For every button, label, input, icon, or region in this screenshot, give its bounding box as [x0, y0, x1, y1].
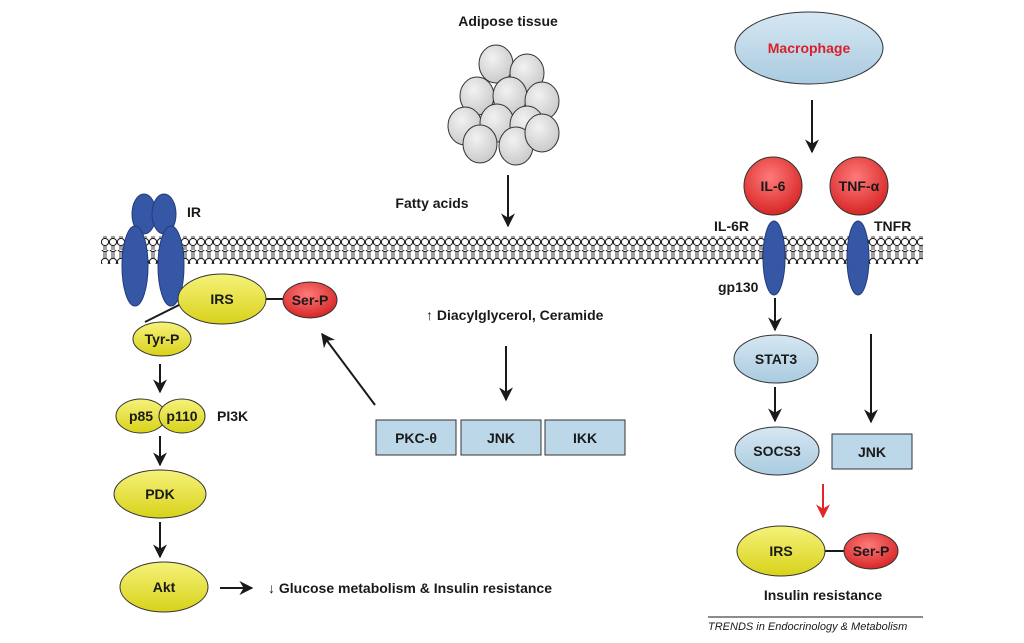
socs3-node — [734, 426, 820, 476]
insulin-receptor-shape — [121, 193, 185, 307]
stat3-label: STAT3 — [755, 351, 797, 367]
tnfr-label: TNFR — [874, 218, 911, 234]
jnk-box-middle — [460, 419, 542, 456]
jnk-box-right — [831, 433, 913, 470]
kinases-to-serp-arrow — [321, 332, 376, 406]
journal-footer: TRENDS in Endocrinology & Metabolism — [708, 621, 907, 633]
adipose-tissue-cells — [447, 44, 560, 166]
irs-node — [177, 273, 267, 325]
macrophage-node — [734, 11, 884, 85]
p110-node — [158, 398, 206, 434]
tyr-p-node — [132, 321, 192, 357]
il6r-label: IL-6R — [714, 218, 749, 234]
adipose-tissue-label: Adipose tissue — [458, 13, 558, 29]
jnk-right-label: JNK — [858, 444, 886, 460]
right-irs-label: IRS — [769, 543, 792, 559]
irs-label: IRS — [210, 291, 233, 307]
pkc-theta-label: PKC-θ — [395, 430, 437, 446]
right-outcome-label: Insulin resistance — [764, 587, 882, 603]
ser-p-label: Ser-P — [292, 292, 329, 308]
macrophage-label: Macrophage — [768, 40, 851, 56]
tnf-receptor-shape — [846, 220, 870, 296]
right-ser-p-node — [843, 532, 899, 570]
right-irs-node — [736, 525, 826, 577]
pkc-theta-box — [375, 419, 457, 456]
pdk-node — [113, 469, 207, 519]
fatty-acids-label: Fatty acids — [395, 195, 468, 211]
ir-label: IR — [187, 204, 201, 220]
left-outcome-label: ↓ Glucose metabolism & Insulin resistanc… — [268, 580, 552, 596]
jnk-middle-label: JNK — [487, 430, 515, 446]
irs-tyrp-link — [144, 301, 186, 323]
cell-membrane — [101, 236, 923, 264]
tnf-alpha-label: TNF-α — [839, 178, 880, 194]
pi3k-label: PI3K — [217, 408, 248, 424]
il6-receptor-shape — [762, 220, 786, 296]
stat3-node — [733, 334, 819, 384]
gp130-label: gp130 — [718, 279, 759, 295]
p85-label: p85 — [129, 408, 153, 424]
il6-label: IL-6 — [761, 178, 786, 194]
ikk-box — [544, 419, 626, 456]
ser-p-node — [282, 281, 338, 319]
ikk-label: IKK — [573, 430, 597, 446]
akt-node — [119, 561, 209, 613]
akt-label: Akt — [153, 579, 176, 595]
p110-label: p110 — [166, 408, 197, 424]
tyr-p-label: Tyr-P — [145, 331, 180, 347]
pdk-label: PDK — [145, 486, 175, 502]
lipids-label: ↑ Diacylglycerol, Ceramide — [426, 307, 604, 323]
right-ser-p-label: Ser-P — [853, 543, 890, 559]
tnf-alpha-node — [829, 156, 889, 216]
socs3-label: SOCS3 — [753, 443, 801, 459]
il6-node — [743, 156, 803, 216]
